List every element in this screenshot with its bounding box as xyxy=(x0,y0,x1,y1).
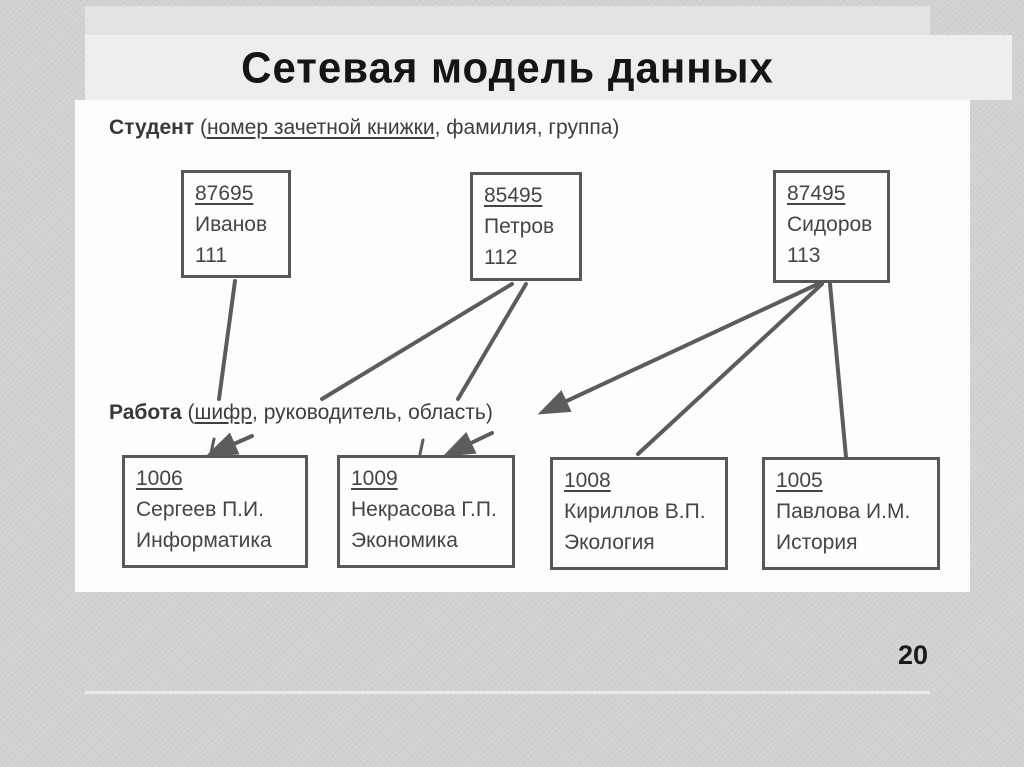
student-id: 85495 xyxy=(484,184,543,207)
work-supervisor: Сергеев П.И. xyxy=(136,498,264,521)
work-entity-header: Работа (шифр, руководитель, область) xyxy=(109,401,493,424)
top-bar xyxy=(85,6,930,35)
diagram-panel: Студент (номер зачетной книжки, фамилия,… xyxy=(75,100,970,592)
work-record-1006: 1006 Сергеев П.И. Информатика xyxy=(122,455,308,568)
student-entity-name: Студент xyxy=(109,116,195,139)
slide-title: Сетевая модель данных xyxy=(241,43,774,92)
work-supervisor: Кириллов В.П. xyxy=(564,500,706,523)
student-name: Сидоров xyxy=(787,213,873,236)
student-id: 87495 xyxy=(787,182,846,205)
arrow-into-1009 xyxy=(442,431,494,457)
work-record-1008: 1008 Кириллов В.П. Экология xyxy=(550,457,728,570)
arrow-into-1006 xyxy=(205,432,254,457)
tick-above-1009 xyxy=(418,438,425,456)
work-code: 1008 xyxy=(564,469,611,492)
student-name: Петров xyxy=(484,215,555,238)
student-record-petrov: 85495 Петров 112 xyxy=(470,172,582,281)
student-entity-header: Студент (номер зачетной книжки, фамилия,… xyxy=(109,116,620,139)
student-name: Иванов xyxy=(195,213,268,236)
tick-above-1006 xyxy=(209,437,216,455)
student-group: 111 xyxy=(195,244,227,267)
work-record-1009: 1009 Некрасова Г.П. Экономика xyxy=(337,455,515,568)
student-group: 112 xyxy=(484,246,518,269)
student-group: 113 xyxy=(787,244,821,267)
work-area: Экология xyxy=(564,531,655,554)
relation-line-petrov-1006 xyxy=(320,282,514,401)
title-strip xyxy=(85,35,1012,100)
student-record-sidorov: 87495 Сидоров 113 xyxy=(773,170,890,283)
work-key-attribute: шифр xyxy=(194,401,253,424)
student-key-attribute: номер зачетной книжки xyxy=(206,116,435,139)
work-record-1005: 1005 Павлова И.М. История xyxy=(762,457,940,570)
work-area: Экономика xyxy=(351,529,458,552)
work-supervisor: Павлова И.М. xyxy=(776,500,911,523)
relation-line-ivanov-1006 xyxy=(217,279,237,401)
work-supervisor: Некрасова Г.П. xyxy=(351,498,497,521)
footer-divider xyxy=(85,691,930,694)
page-number: 20 xyxy=(897,640,928,670)
relation-line-sidorov-1005 xyxy=(828,282,848,459)
work-area: История xyxy=(776,531,858,554)
student-id: 87695 xyxy=(195,182,254,205)
relation-line-sidorov-1009 xyxy=(537,282,820,415)
work-code: 1009 xyxy=(351,467,398,490)
work-code: 1006 xyxy=(136,467,183,490)
work-area: Информатика xyxy=(136,529,272,552)
work-entity-name: Работа xyxy=(109,401,182,424)
work-code: 1005 xyxy=(776,469,823,492)
relation-line-petrov-1009 xyxy=(456,282,528,401)
relation-line-sidorov-1008 xyxy=(636,282,824,456)
student-record-ivanov: 87695 Иванов 111 xyxy=(181,170,291,278)
